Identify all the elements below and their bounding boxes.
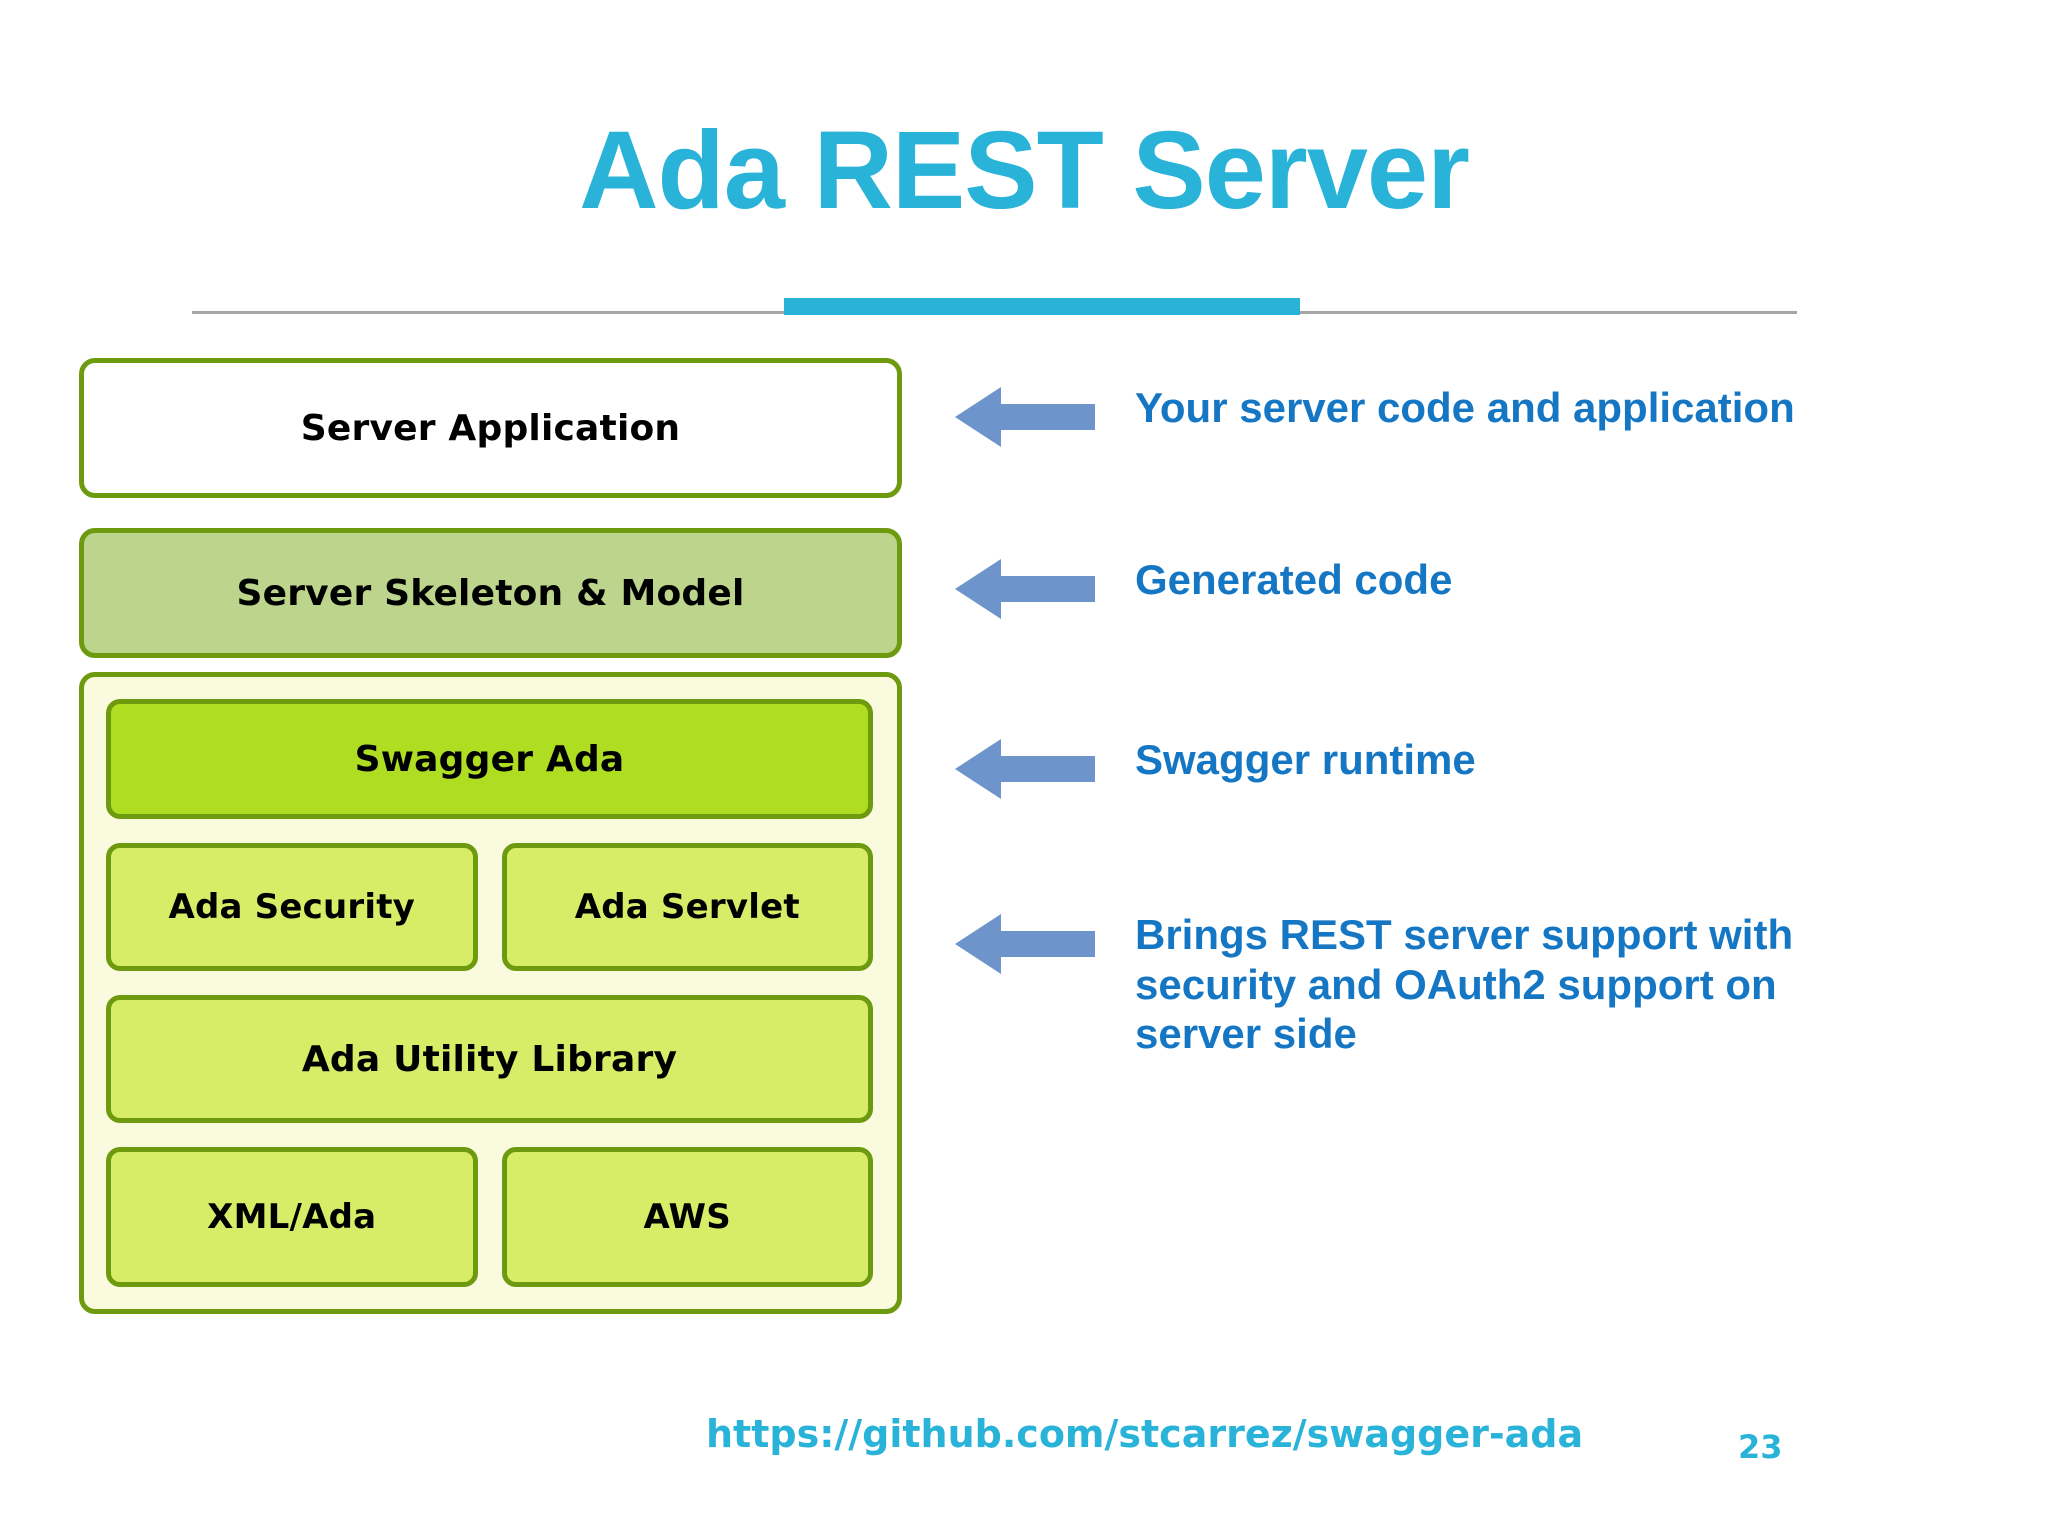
footer-repository-url[interactable]: https://github.com/stcarrez/swagger-ada — [706, 1412, 1584, 1456]
framework-row-base: XML/Ada AWS — [106, 1147, 873, 1287]
callout-swagger-runtime: Swagger runtime — [955, 735, 1476, 801]
page-number: 23 — [1738, 1428, 1783, 1466]
layer-swagger-ada[interactable]: Swagger Ada — [106, 699, 873, 819]
layer-server-skeleton-and-model-label: Server Skeleton & Model — [236, 572, 745, 614]
layer-aws[interactable]: AWS — [501, 1147, 873, 1287]
arrow-left-icon — [955, 559, 1095, 619]
layer-ada-utility-library-label: Ada Utility Library — [301, 1038, 678, 1080]
arrow-left-icon — [955, 387, 1095, 447]
callout-generated-code: Generated code — [955, 555, 1452, 621]
layer-ada-security[interactable]: Ada Security — [106, 843, 478, 971]
layer-ada-utility-library[interactable]: Ada Utility Library — [106, 995, 873, 1123]
layer-server-skeleton-and-model[interactable]: Server Skeleton & Model — [79, 528, 902, 658]
arrow-left-icon — [955, 739, 1095, 799]
layer-aws-label: AWS — [643, 1197, 731, 1237]
layer-ada-security-label: Ada Security — [168, 887, 416, 927]
framework-row-security: Ada Security Ada Servlet — [106, 843, 873, 971]
callout-swagger-runtime-text: Swagger runtime — [1135, 736, 1476, 783]
layer-xml-ada[interactable]: XML/Ada — [106, 1147, 478, 1287]
arrow-left-icon — [955, 914, 1095, 974]
callout-generated-code-text: Generated code — [1135, 556, 1453, 603]
title-accent-bar — [784, 298, 1300, 315]
framework-container: Swagger Ada Ada Security Ada Servlet Ada… — [79, 672, 902, 1314]
callout-rest-server-support: Brings REST server support with security… — [955, 910, 1895, 1059]
callout-server-application-text: Your server code and application — [1135, 384, 1795, 431]
layer-ada-servlet[interactable]: Ada Servlet — [501, 843, 873, 971]
callout-server-application: Your server code and application — [955, 383, 1795, 449]
layer-server-application[interactable]: Server Application — [79, 358, 902, 498]
architecture-stack-diagram: Server Application Server Skeleton & Mod… — [79, 358, 902, 1314]
layer-server-application-label: Server Application — [300, 407, 681, 449]
layer-swagger-ada-label: Swagger Ada — [354, 738, 625, 780]
callout-rest-server-support-text: Brings REST server support with security… — [1135, 911, 1794, 1058]
page-title: Ada REST Server — [579, 109, 1470, 232]
layer-xml-ada-label: XML/Ada — [207, 1197, 377, 1237]
layer-ada-servlet-label: Ada Servlet — [574, 887, 800, 927]
